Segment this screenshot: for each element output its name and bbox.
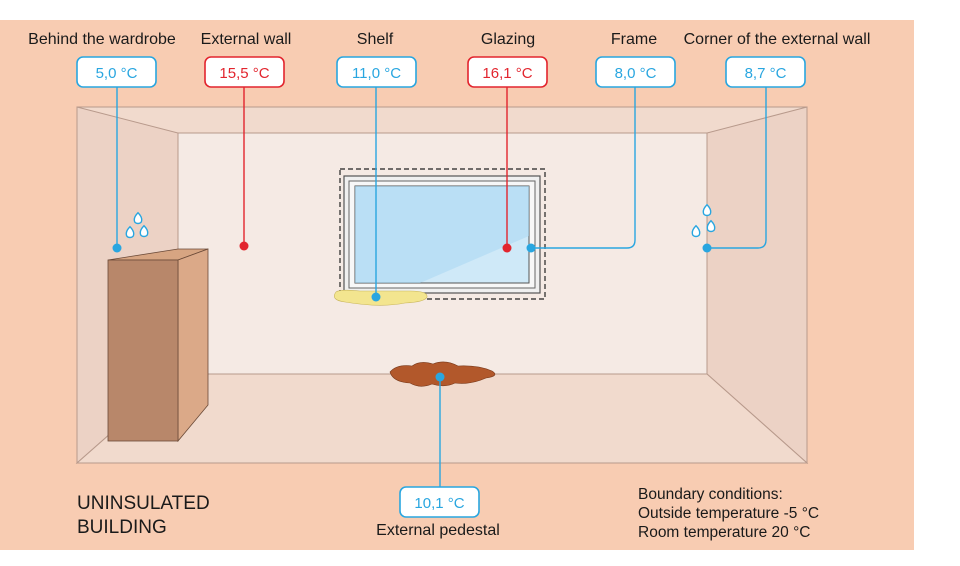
reading-external-wall: 15,5 °C bbox=[219, 65, 269, 82]
reading-corner: 8,7 °C bbox=[745, 65, 787, 82]
boundary-outside: Outside temperature -5 °C bbox=[638, 505, 819, 522]
window bbox=[339, 168, 546, 300]
label-frame: Frame bbox=[611, 31, 657, 48]
window-insulation-dashed bbox=[339, 168, 546, 300]
point-labels: Behind the wardrobe External wall Shelf … bbox=[28, 31, 870, 539]
building-type-line2: BUILDING bbox=[77, 517, 167, 538]
box-corner bbox=[725, 56, 806, 88]
water-droplet-icon bbox=[702, 203, 712, 217]
point-glazing bbox=[502, 243, 512, 253]
box-external-wall bbox=[204, 56, 285, 88]
label-corner: Corner of the external wall bbox=[684, 31, 871, 48]
water-droplet-icon bbox=[125, 225, 135, 239]
reading-pedestal: 10,1 °C bbox=[414, 495, 464, 512]
point-behind-wardrobe bbox=[112, 243, 122, 253]
label-external-wall: External wall bbox=[201, 31, 292, 48]
leader-corner bbox=[707, 86, 767, 249]
reading-glazing: 16,1 °C bbox=[482, 65, 532, 82]
shelf-condensation-stain bbox=[334, 289, 428, 306]
window-glare bbox=[355, 186, 529, 283]
box-pedestal bbox=[399, 486, 480, 518]
measurement-points bbox=[112, 241, 712, 382]
reading-boxes: 5,0 °C 15,5 °C 11,0 °C 16,1 °C 8,0 °C 8,… bbox=[76, 56, 806, 518]
box-shelf bbox=[336, 56, 417, 88]
boundary-conditions: Boundary conditions: Outside temperature… bbox=[638, 486, 819, 541]
point-external-wall bbox=[239, 241, 249, 251]
building-type-line1: UNINSULATED bbox=[77, 493, 210, 514]
label-pedestal: External pedestal bbox=[376, 522, 500, 539]
leader-lines bbox=[116, 86, 767, 487]
boundary-room: Room temperature 20 °C bbox=[638, 524, 810, 541]
boundary-title: Boundary conditions: bbox=[638, 486, 783, 503]
box-frame bbox=[595, 56, 676, 88]
reading-frame: 8,0 °C bbox=[615, 65, 657, 82]
box-behind-wardrobe bbox=[76, 56, 157, 88]
building-type: UNINSULATED BUILDING bbox=[77, 493, 210, 538]
water-droplet-icon bbox=[133, 211, 143, 225]
box-glazing bbox=[467, 56, 548, 88]
wardrobe bbox=[107, 248, 209, 443]
point-corner bbox=[702, 243, 712, 253]
reading-behind-wardrobe: 5,0 °C bbox=[96, 65, 138, 82]
condensation-drops-right bbox=[691, 203, 716, 238]
water-droplet-icon bbox=[691, 224, 701, 238]
label-glazing: Glazing bbox=[481, 31, 535, 48]
wardrobe-front bbox=[107, 259, 179, 442]
point-frame bbox=[526, 243, 536, 253]
water-droplet-icon bbox=[139, 224, 149, 238]
reading-shelf: 11,0 °C bbox=[352, 65, 401, 82]
label-shelf: Shelf bbox=[357, 31, 394, 48]
condensation-drops-left bbox=[125, 211, 149, 239]
point-pedestal bbox=[435, 372, 445, 382]
label-behind-wardrobe: Behind the wardrobe bbox=[28, 31, 176, 48]
point-shelf bbox=[371, 292, 381, 302]
water-droplet-icon bbox=[706, 219, 716, 233]
leader-frame bbox=[531, 86, 636, 249]
